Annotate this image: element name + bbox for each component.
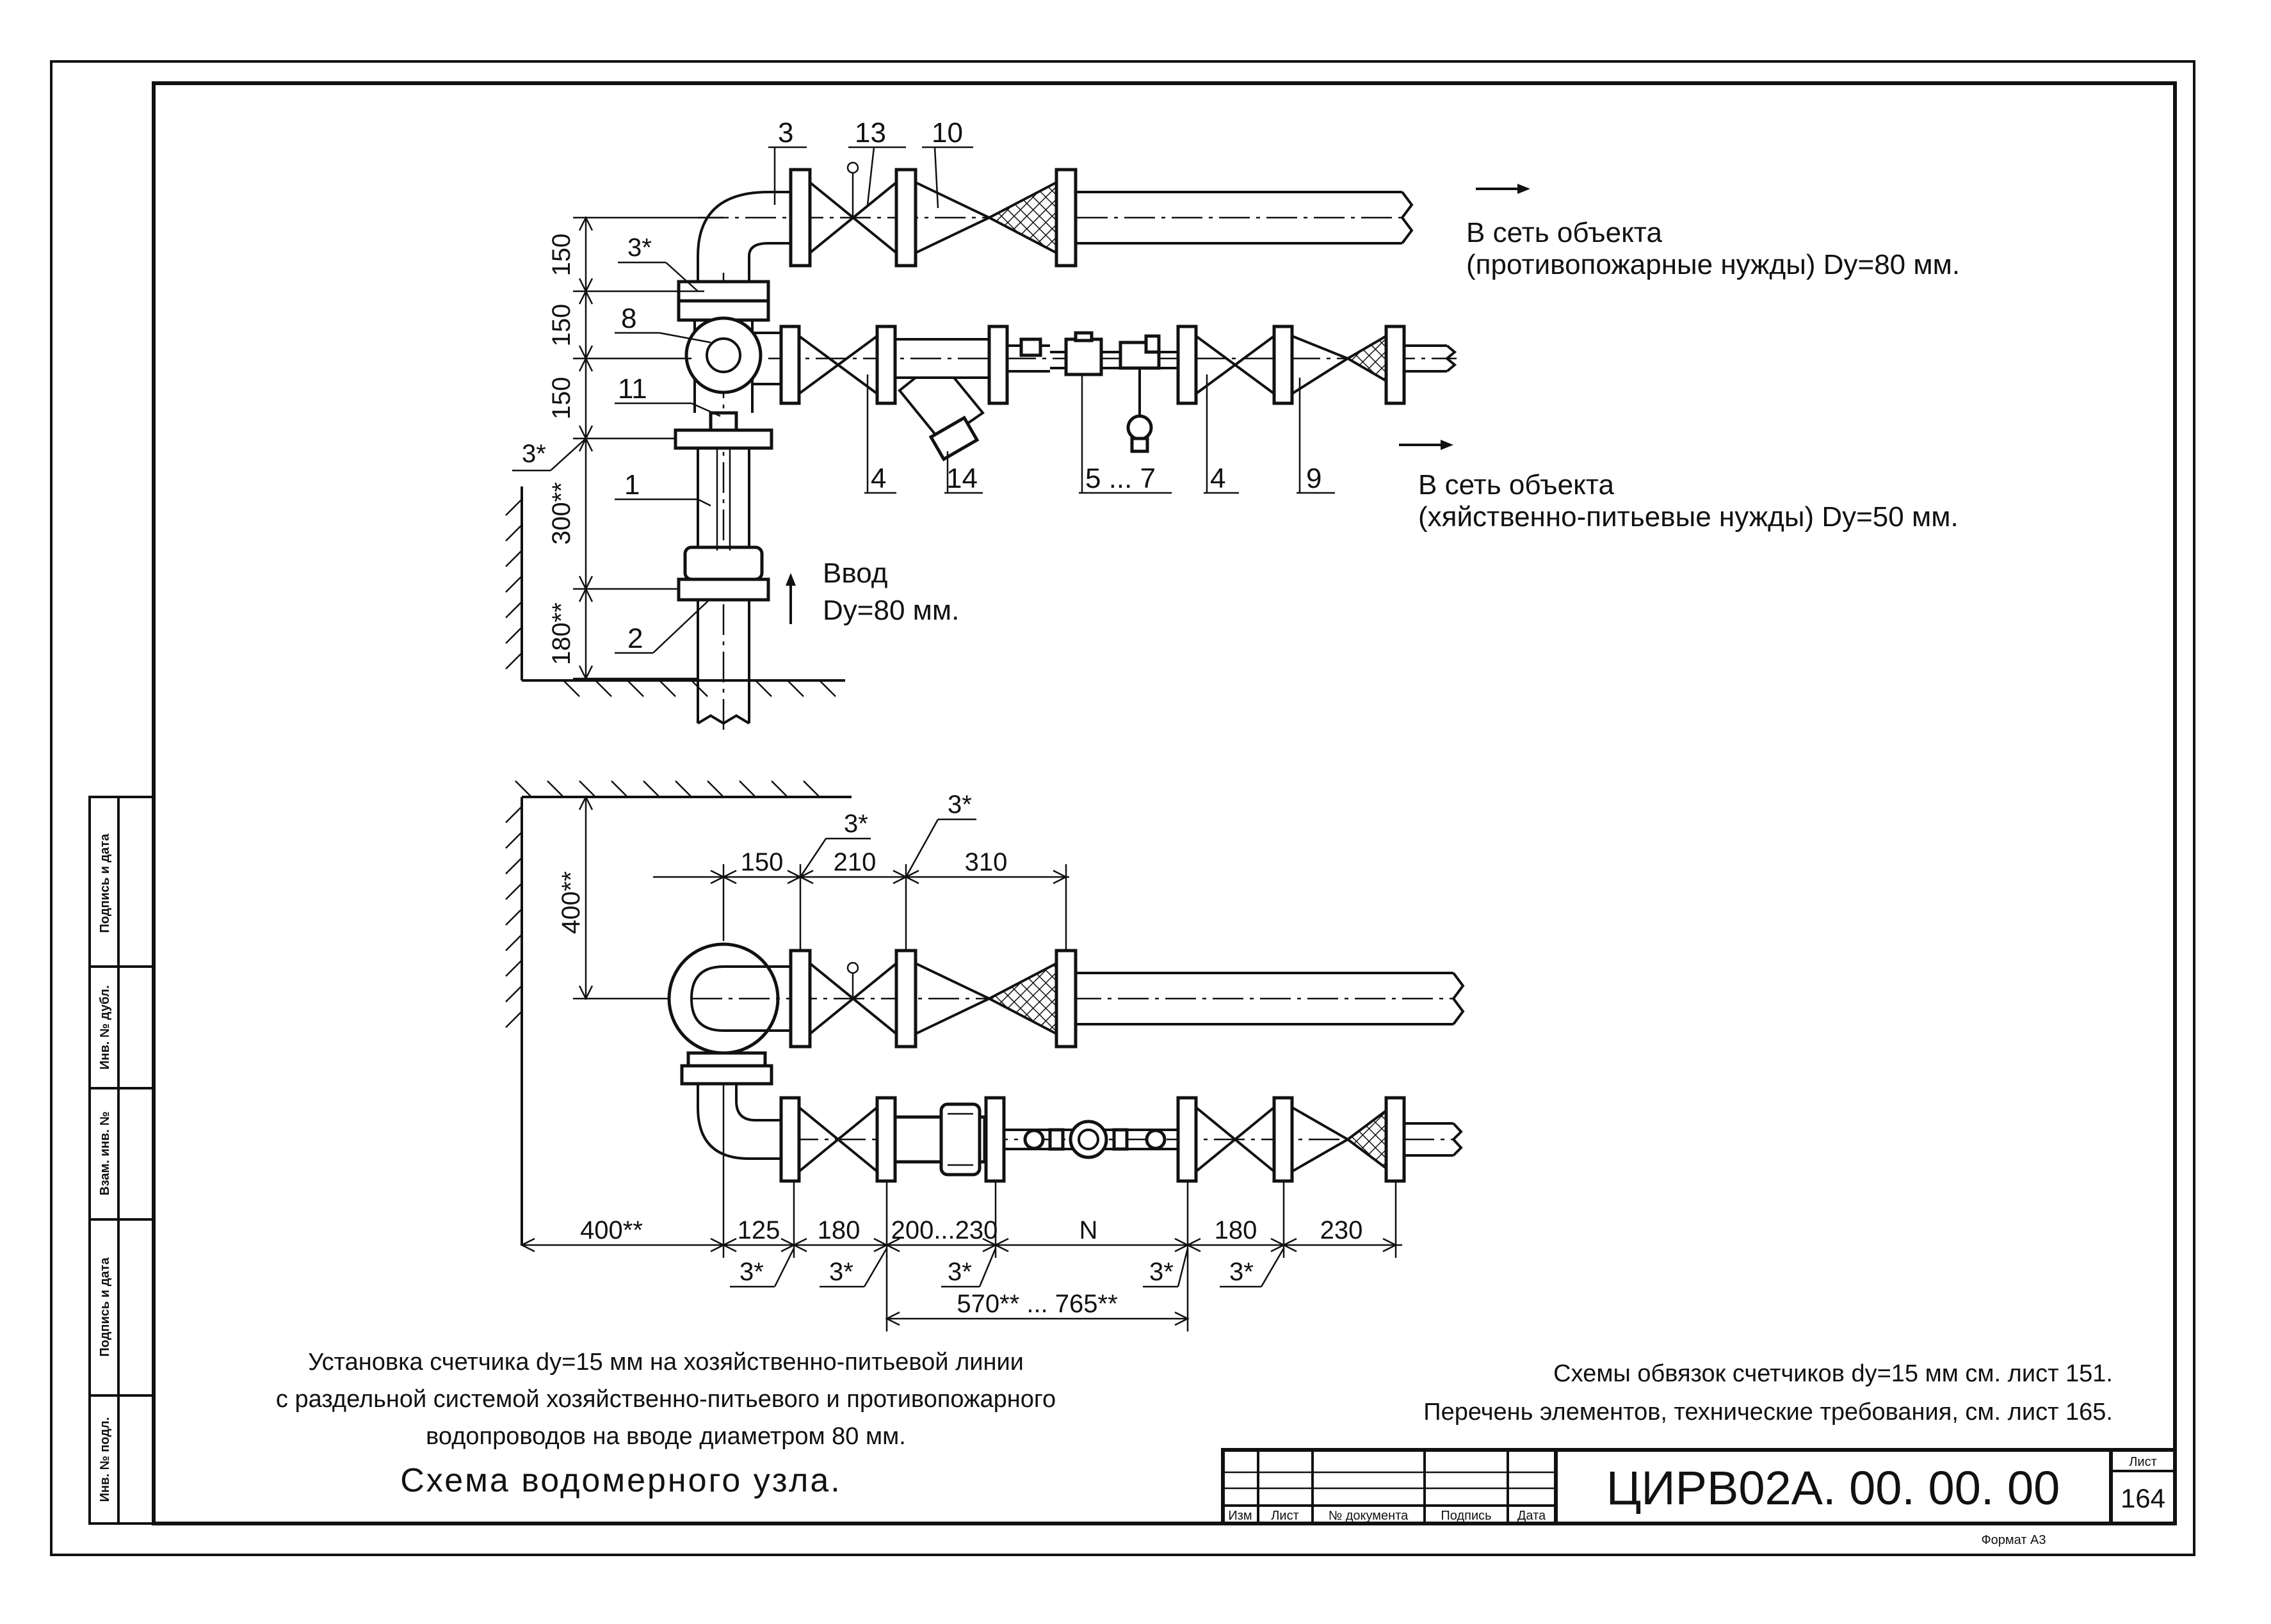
caption-block: Установка счетчика dy=15 мм на хозяйстве…	[276, 1349, 1056, 1499]
top-weld-mark-1: 3*	[627, 234, 652, 262]
fire-outlet-line2: (противопожарные нужды) Dy=80 мм.	[1466, 249, 1960, 280]
scheme-title: Схема водомерного узла.	[400, 1462, 841, 1499]
bottom-dim-200-230: 200...230	[891, 1216, 998, 1244]
part-label-8: 8	[621, 303, 636, 334]
part-label-3: 3	[778, 117, 793, 149]
top-scheme: 150 150 150 300** 180** 3* 3* 3 13 10	[505, 117, 1960, 730]
tb-col-sign: Подпись	[1441, 1509, 1491, 1523]
tb-sheet-label: Лист	[2129, 1455, 2156, 1469]
bottom-dim-230: 230	[1320, 1216, 1363, 1244]
tb-designation: ЦИРВ02А. 00. 00. 00	[1606, 1461, 2060, 1515]
bottom-weld-mark-4: 3*	[1149, 1258, 1174, 1286]
caption-line-1: Установка счетчика dy=15 мм на хозяйстве…	[308, 1349, 1024, 1376]
note-2: Перечень элементов, технические требован…	[1423, 1399, 2113, 1426]
notes-block: Схемы обвязок счетчиков dy=15 мм см. лис…	[1423, 1360, 2113, 1426]
inner-frame	[152, 81, 2177, 1525]
fire-outlet-line1: В сеть объекта	[1466, 217, 1662, 248]
bottom-dim-400: 400**	[580, 1216, 643, 1244]
tb-sheet-number: 164	[2121, 1483, 2165, 1513]
domestic-outlet-line1: В сеть объекта	[1418, 469, 1614, 501]
bottom-weld-mark-3: 3*	[948, 1258, 972, 1286]
bottom-top-weld-mark-1: 3*	[844, 810, 868, 838]
caption-line-2: с раздельной системой хозяйственно-питье…	[276, 1386, 1056, 1413]
tb-col-doc: № документа	[1329, 1509, 1409, 1523]
stamp-orig-inv: Инв. № подл.	[98, 1417, 112, 1502]
bottom-dim-125: 125	[738, 1216, 780, 1244]
domestic-outlet-arrow	[1399, 440, 1453, 450]
top-dim-150-a: 150	[547, 234, 576, 277]
bottom-dim-180-b: 180	[1215, 1216, 1257, 1244]
bottom-top-dim-310: 310	[965, 848, 1008, 876]
tb-format: Формат А3	[1981, 1533, 2046, 1547]
top-dim-150-b: 150	[547, 304, 576, 347]
part-label-11: 11	[618, 373, 647, 405]
stamp-dupl-inv: Инв. № дубл.	[98, 985, 112, 1070]
top-dim-150-c: 150	[547, 377, 576, 420]
stamp-sign-date-1: Подпись и дата	[98, 833, 112, 933]
domestic-outlet-line2: (хяйственно-питьевые нужды) Dy=50 мм.	[1418, 501, 1959, 533]
part-label-1: 1	[624, 469, 640, 501]
part-label-10: 10	[932, 117, 963, 149]
part-leaders	[615, 146, 1335, 654]
part-label-4a: 4	[871, 463, 886, 494]
tb-col-izm: Изм	[1228, 1509, 1252, 1523]
bottom-dim-N: N	[1079, 1216, 1098, 1244]
inlet-arrow	[786, 573, 796, 624]
part-label-14: 14	[946, 463, 978, 494]
part-label-4b: 4	[1210, 463, 1225, 494]
inlet-line1: Ввод	[823, 558, 887, 589]
top-weld-mark-2: 3*	[522, 440, 546, 468]
part-label-2: 2	[627, 623, 643, 654]
outer-frame	[50, 60, 2195, 1556]
bottom-scheme: 400**	[505, 780, 1465, 1331]
tb-col-date: Дата	[1517, 1509, 1546, 1523]
bottom-weld-mark-2: 3*	[829, 1258, 853, 1286]
caption-line-3: водопроводов на вводе диаметром 80 мм.	[426, 1423, 906, 1450]
top-wall-hatch	[505, 486, 845, 697]
side-stamp-block: Подпись и дата Инв. № дубл. Взам. инв. №…	[88, 796, 155, 1525]
bottom-overall-dim: 570** ... 765**	[957, 1290, 1117, 1318]
note-1: Схемы обвязок счетчиков dy=15 мм см. лис…	[1553, 1360, 2113, 1387]
part-label-9: 9	[1306, 463, 1321, 494]
stamp-replace-inv: Взам. инв. №	[98, 1111, 112, 1195]
tb-col-list: Лист	[1271, 1509, 1298, 1523]
top-dim-300: 300**	[547, 482, 576, 545]
top-dim-180: 180**	[547, 602, 576, 665]
bottom-weld-mark-5: 3*	[1229, 1258, 1254, 1286]
part-label-13: 13	[855, 117, 886, 149]
bottom-weld-mark-1: 3*	[739, 1258, 764, 1286]
stamp-sign-date-2: Подпись и дата	[98, 1257, 112, 1357]
title-block: Изм Лист № документа Подпись Дата ЦИРВ02…	[1221, 1448, 2177, 1547]
bottom-top-dim-150: 150	[741, 848, 784, 876]
bottom-top-weld-mark-2: 3*	[948, 791, 972, 819]
fire-outlet-arrow	[1476, 184, 1530, 194]
inlet-line2: Dy=80 мм.	[823, 595, 959, 626]
part-label-5-7: 5 ... 7	[1085, 463, 1156, 494]
bottom-dim-400-vertical: 400**	[557, 871, 585, 934]
bottom-top-dim-210: 210	[834, 848, 877, 876]
bottom-dim-180-a: 180	[818, 1216, 861, 1244]
